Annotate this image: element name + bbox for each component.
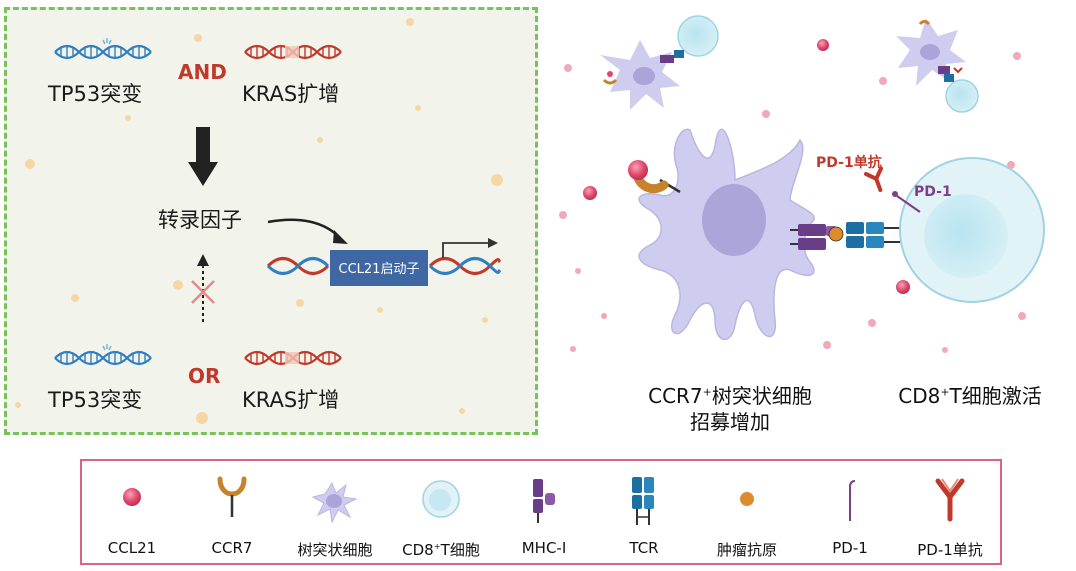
- small-dendritic-cell-1: [600, 15, 719, 110]
- transcription-start-icon: [442, 238, 498, 258]
- pd1-antibody-icon: [864, 166, 890, 195]
- binding-arrowhead-icon: [333, 230, 348, 244]
- cd8-t-cell-icon: [422, 480, 460, 518]
- ccl21-particles: [559, 39, 1026, 353]
- legend-item-ccl21: CCL21: [82, 461, 182, 563]
- tp53-mutation-label-top: TP53突变: [48, 82, 143, 106]
- tumor-antigen-icon: [740, 492, 754, 506]
- tp53-mutation-label-bottom: TP53突变: [48, 388, 143, 412]
- ccl21-dot-icon: [123, 488, 141, 506]
- kras-amplification-label-top: KRAS扩增: [242, 82, 340, 106]
- legend-item-pd1-antibody: PD-1单抗: [900, 461, 1000, 563]
- t-cell-caption: CD8+T细胞激活: [898, 384, 1042, 408]
- small-dendritic-cell-2: [896, 18, 979, 113]
- mhc-i-icon: [533, 479, 555, 523]
- promoter-dna-icon: [266, 250, 502, 286]
- dna-tp53-bottom-icon: [53, 344, 153, 366]
- ccl21-promoter-label: CCL21启动子: [338, 262, 420, 277]
- dc-caption-line2: 招募增加: [690, 410, 770, 434]
- and-connector: AND: [178, 60, 227, 84]
- pd1-label: PD-1: [914, 184, 952, 200]
- legend-item-cd8-t-cell: CD8+T细胞: [388, 461, 494, 563]
- legend: CCL21 CCR7 树突状细胞 CD8+T细胞 MHC-I: [80, 459, 1002, 565]
- binding-arrow-icon: [267, 218, 341, 239]
- large-cd8-t-cell: [892, 157, 1045, 303]
- dna-tp53-top-icon: [53, 38, 153, 60]
- ccr7-receptor-icon: [217, 476, 247, 517]
- pd1-antibody-legend-icon: [935, 478, 965, 522]
- dna-kras-top-icon: [243, 44, 343, 60]
- pd1-icon: [849, 480, 856, 521]
- or-connector: OR: [188, 364, 221, 388]
- pd1-antibody-label: PD-1单抗: [816, 155, 882, 171]
- transcription-factor-label: 转录因子: [158, 208, 242, 232]
- legend-item-pd1: PD-1: [800, 461, 900, 563]
- dc-caption-line1: CCR7+树突状细胞: [648, 384, 812, 408]
- dendritic-cell-icon: [311, 481, 358, 524]
- legend-item-dendritic-cell: 树突状细胞: [282, 461, 388, 563]
- blocked-arrow-icon: [191, 254, 215, 322]
- panel-background-dots: [15, 18, 503, 424]
- tcr-icon: [632, 477, 654, 525]
- kras-amplification-label-bottom: KRAS扩增: [242, 388, 340, 412]
- large-dendritic-cell: [628, 128, 815, 341]
- immune-synapse: [790, 222, 912, 250]
- legend-item-mhc-i: MHC-I: [494, 461, 594, 563]
- legend-item-tumor-antigen: 肿瘤抗原: [694, 461, 800, 563]
- activation-arrow-icon: [188, 127, 218, 186]
- legend-item-tcr: TCR: [594, 461, 694, 563]
- dna-kras-bottom-icon: [243, 350, 343, 366]
- legend-item-ccr7: CCR7: [182, 461, 282, 563]
